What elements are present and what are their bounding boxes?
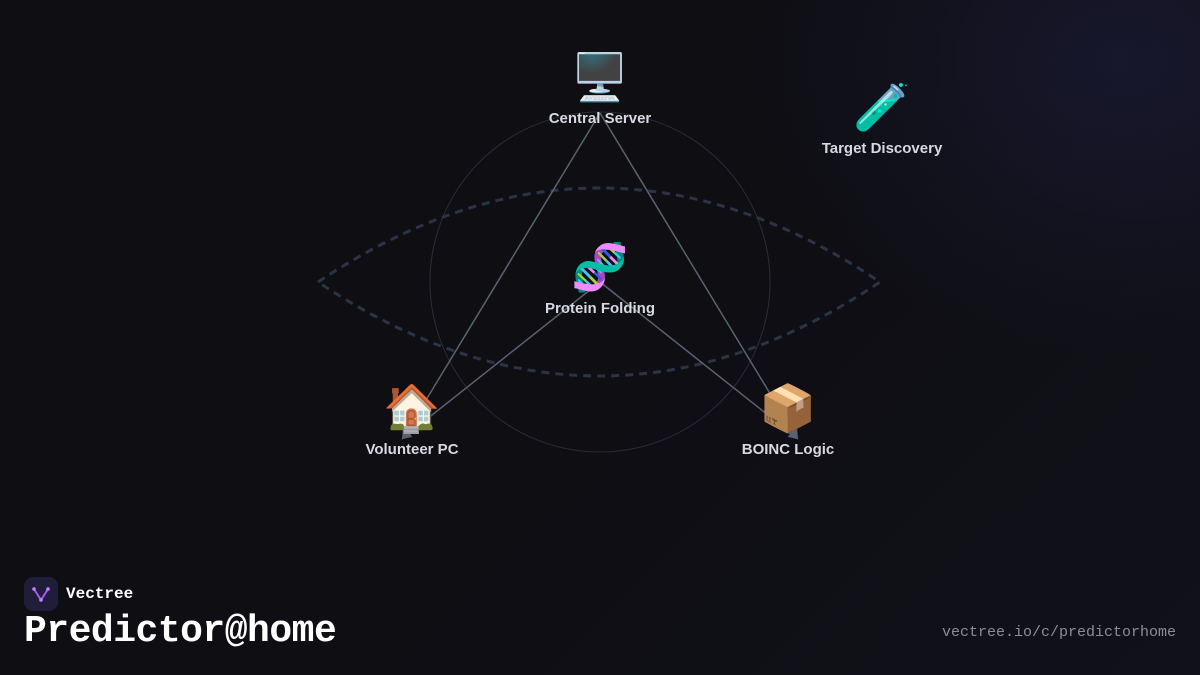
edge-central-server-boinc-logic	[599, 112, 799, 440]
page-url[interactable]: vectree.io/c/predictorhome	[941, 624, 1176, 641]
node-volunteer-pc: 🏠 Volunteer PC	[312, 381, 512, 458]
node-protein-folding: 🧬 Protein Folding	[500, 240, 700, 317]
node-label: Volunteer PC	[365, 441, 459, 458]
brand-name: Vectree	[66, 585, 134, 603]
test-tube-icon: 🧪	[853, 80, 911, 134]
background-circle	[429, 111, 771, 453]
desktop-computer-icon: 🖥️	[571, 50, 629, 104]
edge-protein-folding-boinc-logic	[599, 281, 799, 440]
vectree-logo-icon	[24, 577, 58, 611]
page-title: Predictor@home	[24, 610, 337, 653]
edge-protein-folding-volunteer-pc	[401, 281, 601, 440]
node-target-discovery: 🧪 Target Discovery	[782, 80, 982, 157]
brand: Vectree	[24, 577, 133, 611]
edge-central-server-volunteer-pc	[401, 112, 601, 440]
node-label: Protein Folding	[545, 300, 655, 317]
node-central-server: 🖥️ Central Server	[500, 50, 700, 127]
node-label: Target Discovery	[821, 140, 943, 157]
node-label: Central Server	[548, 110, 652, 127]
package-icon: 📦	[759, 381, 817, 435]
house-icon: 🏠	[383, 381, 441, 435]
dna-icon: 🧬	[571, 240, 629, 294]
node-boinc-logic: 📦 BOINC Logic	[688, 381, 888, 458]
orbit-path	[315, 186, 883, 378]
node-label: BOINC Logic	[741, 441, 835, 458]
